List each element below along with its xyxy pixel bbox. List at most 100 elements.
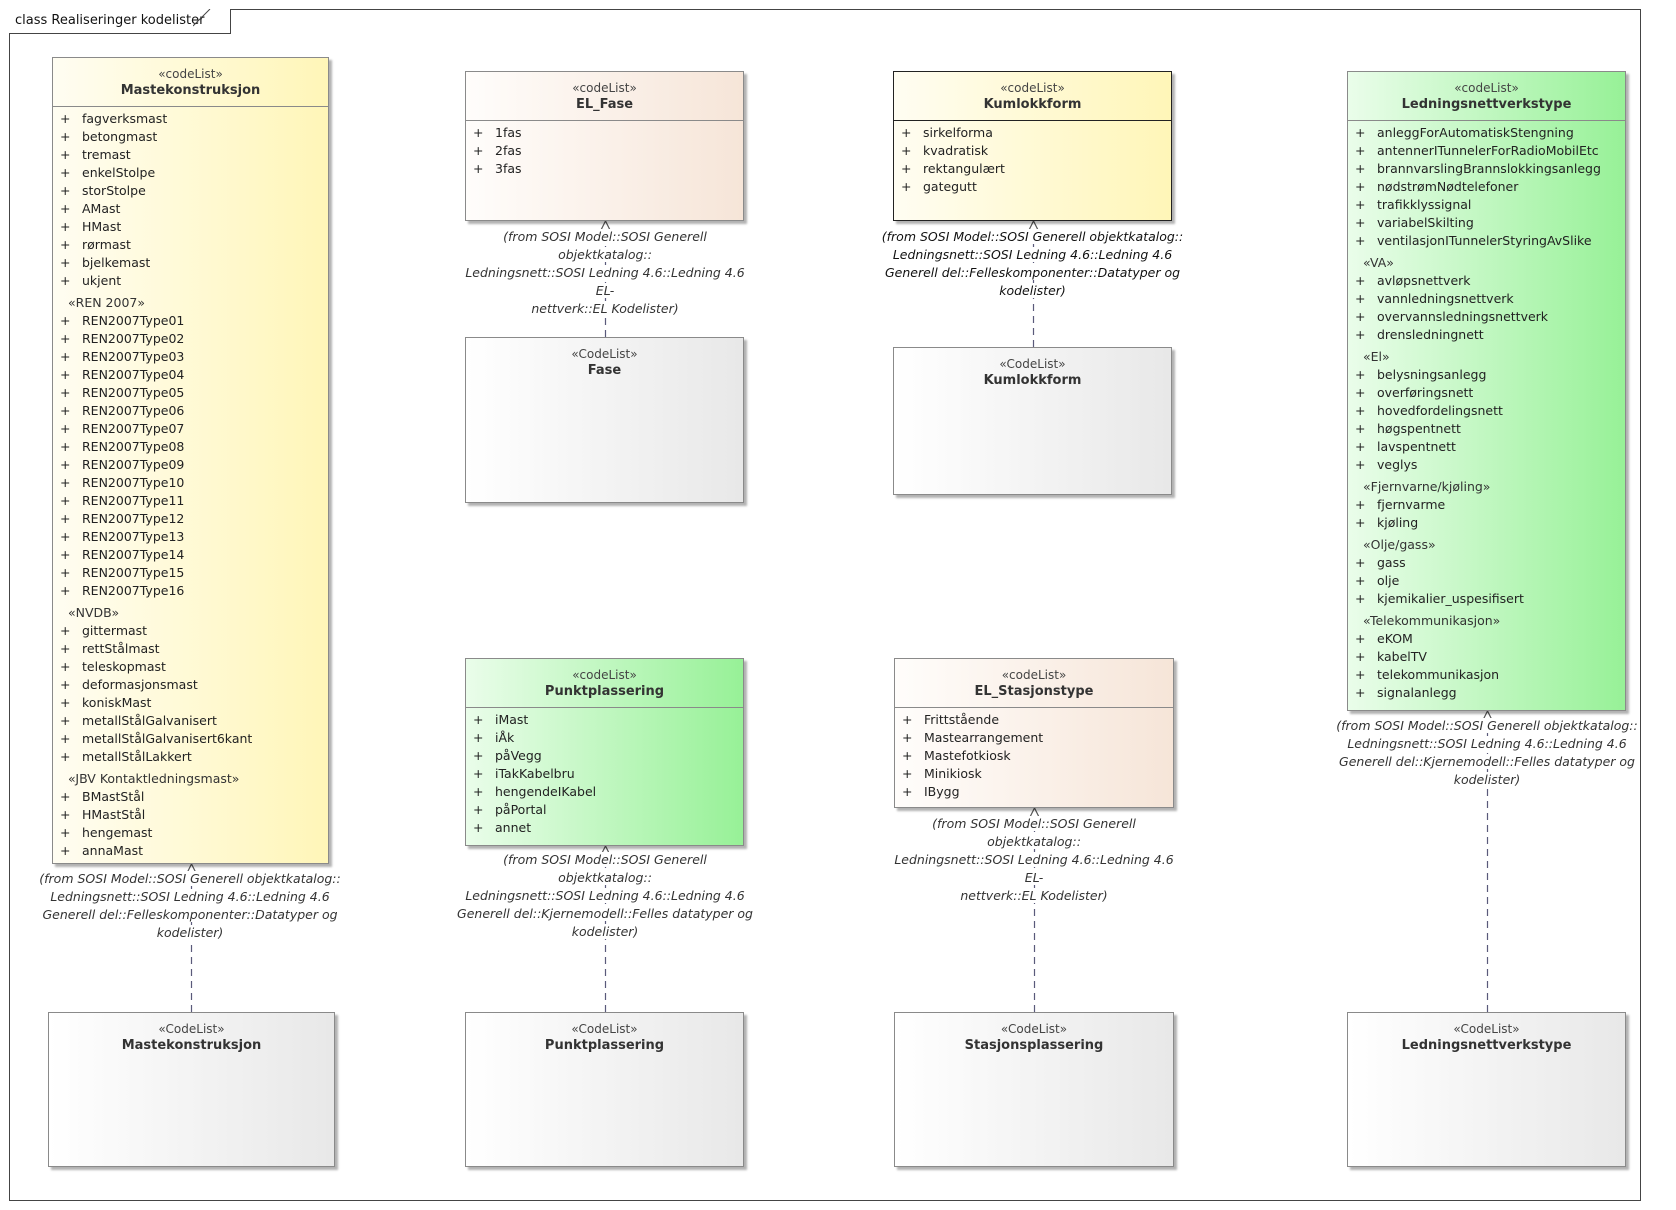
attribute-row[interactable]: +IBygg: [895, 783, 1173, 801]
class-box-el-fase-codelist[interactable]: «codeList»EL_Fase+1fas+2fas+3fas: [465, 71, 744, 221]
attribute-row[interactable]: +REN2007Type13: [53, 528, 328, 546]
attribute-row[interactable]: +nødstrømNødtelefoner: [1348, 178, 1625, 196]
attribute-row[interactable]: +REN2007Type15: [53, 564, 328, 582]
attribute-row[interactable]: +kabelTV: [1348, 648, 1625, 666]
attribute-row[interactable]: +iÅk: [466, 729, 743, 747]
attribute-row[interactable]: +avløpsnettverk: [1348, 272, 1625, 290]
attribute-row[interactable]: +bjelkemast: [53, 254, 328, 272]
attribute-row[interactable]: +trafikklyssignal: [1348, 196, 1625, 214]
attribute-row[interactable]: +REN2007Type07: [53, 420, 328, 438]
attribute-row[interactable]: +olje: [1348, 572, 1625, 590]
attribute-row[interactable]: +høgspentnett: [1348, 420, 1625, 438]
attribute-row[interactable]: +REN2007Type11: [53, 492, 328, 510]
attribute-row[interactable]: +hengemast: [53, 824, 328, 842]
class-box-punktplassering-impl[interactable]: «CodeList»Punktplassering: [465, 1012, 744, 1167]
attribute-row[interactable]: +tremast: [53, 146, 328, 164]
class-box-mastekonstruksjon-impl[interactable]: «CodeList»Mastekonstruksjon: [48, 1012, 335, 1167]
attribute-row[interactable]: +brannvarslingBrannslokkingsanlegg: [1348, 160, 1625, 178]
attribute-row[interactable]: +metallStålGalvanisert6kant: [53, 730, 328, 748]
attribute-row[interactable]: +kjemikalier_uspesifisert: [1348, 590, 1625, 608]
class-box-stasjonsplassering-impl[interactable]: «CodeList»Stasjonsplassering: [894, 1012, 1174, 1167]
attribute-row[interactable]: +REN2007Type09: [53, 456, 328, 474]
attribute-row[interactable]: +eKOM: [1348, 630, 1625, 648]
attribute-row[interactable]: +teleskopmast: [53, 658, 328, 676]
attribute-name: anleggForAutomatiskStengning: [1377, 125, 1574, 140]
attribute-row[interactable]: +REN2007Type04: [53, 366, 328, 384]
attribute-row[interactable]: +lavspentnett: [1348, 438, 1625, 456]
attribute-row[interactable]: +Minikiosk: [895, 765, 1173, 783]
attribute-row[interactable]: +fjernvarme: [1348, 496, 1625, 514]
attribute-row[interactable]: +REN2007Type01: [53, 312, 328, 330]
attribute-row[interactable]: +hovedfordelingsnett: [1348, 402, 1625, 420]
attribute-row[interactable]: +rørmast: [53, 236, 328, 254]
attribute-row[interactable]: +drensledningnett: [1348, 326, 1625, 344]
class-name: Mastekonstruksjon: [120, 83, 261, 98]
attribute-row[interactable]: +fagverksmast: [53, 110, 328, 128]
attribute-row[interactable]: +Mastearrangement: [895, 729, 1173, 747]
attribute-row[interactable]: +rettStålmast: [53, 640, 328, 658]
attribute-row[interactable]: +belysningsanlegg: [1348, 366, 1625, 384]
attribute-row[interactable]: +enkelStolpe: [53, 164, 328, 182]
attribute-row[interactable]: +AMast: [53, 200, 328, 218]
attribute-row[interactable]: +REN2007Type03: [53, 348, 328, 366]
attribute-row[interactable]: +storStolpe: [53, 182, 328, 200]
attribute-row[interactable]: +2fas: [466, 142, 743, 160]
attribute-row[interactable]: +rektangulært: [894, 160, 1171, 178]
attribute-row[interactable]: +1fas: [466, 124, 743, 142]
attribute-row[interactable]: +metallStålLakkert: [53, 748, 328, 766]
attribute-row[interactable]: +metallStålGalvanisert: [53, 712, 328, 730]
attribute-row[interactable]: +Frittstående: [895, 711, 1173, 729]
attribute-row[interactable]: +anleggForAutomatiskStengning: [1348, 124, 1625, 142]
attribute-row[interactable]: +betongmast: [53, 128, 328, 146]
attribute-row[interactable]: +gass: [1348, 554, 1625, 572]
attribute-row[interactable]: +kvadratisk: [894, 142, 1171, 160]
attribute-row[interactable]: +BMastStål: [53, 788, 328, 806]
attribute-row[interactable]: +REN2007Type06: [53, 402, 328, 420]
attribute-row[interactable]: +påVegg: [466, 747, 743, 765]
attribute-row[interactable]: +REN2007Type08: [53, 438, 328, 456]
attribute-row[interactable]: +annaMast: [53, 842, 328, 860]
attribute-row[interactable]: +REN2007Type10: [53, 474, 328, 492]
attribute-row[interactable]: +hengendeIKabel: [466, 783, 743, 801]
class-box-ledningsnettverkstype-codelist[interactable]: «codeList»Ledningsnettverkstype+anleggFo…: [1347, 71, 1626, 711]
attribute-row[interactable]: +antennerITunnelerForRadioMobilEtc: [1348, 142, 1625, 160]
attribute-row[interactable]: +iMast: [466, 711, 743, 729]
attribute-row[interactable]: +overføringsnett: [1348, 384, 1625, 402]
attribute-row[interactable]: +veglys: [1348, 456, 1625, 474]
attribute-row[interactable]: +REN2007Type05: [53, 384, 328, 402]
attribute-row[interactable]: +annet: [466, 819, 743, 837]
class-box-mastekonstruksjon-codelist[interactable]: «codeList»Mastekonstruksjon+fagverksmast…: [52, 57, 329, 864]
attribute-row[interactable]: +Mastefotkiosk: [895, 747, 1173, 765]
attribute-row[interactable]: +gategutt: [894, 178, 1171, 196]
class-box-kumlokkform-codelist[interactable]: «codeList»Kumlokkform+sirkelforma+kvadra…: [893, 71, 1172, 221]
attribute-row[interactable]: +overvannsledningsnettverk: [1348, 308, 1625, 326]
class-box-el-stasjonstype-codelist[interactable]: «codeList»EL_Stasjonstype+Frittstående+M…: [894, 658, 1174, 808]
attribute-row[interactable]: +ukjent: [53, 272, 328, 290]
attribute-name: drensledningnett: [1377, 327, 1484, 342]
class-box-punktplassering-codelist[interactable]: «codeList»Punktplassering+iMast+iÅk+påVe…: [465, 658, 744, 846]
class-box-fase-codelist[interactable]: «CodeList»Fase: [465, 337, 744, 503]
attribute-row[interactable]: +REN2007Type16: [53, 582, 328, 600]
attribute-row[interactable]: +variabelSkilting: [1348, 214, 1625, 232]
attribute-row[interactable]: +vannledningsnettverk: [1348, 290, 1625, 308]
attribute-row[interactable]: +sirkelforma: [894, 124, 1171, 142]
diagram-frame: [9, 9, 1641, 1201]
attribute-row[interactable]: +signalanlegg: [1348, 684, 1625, 702]
attribute-row[interactable]: +koniskMast: [53, 694, 328, 712]
attribute-row[interactable]: +kjøling: [1348, 514, 1625, 532]
attribute-row[interactable]: +REN2007Type02: [53, 330, 328, 348]
attribute-name: REN2007Type01: [82, 313, 185, 328]
attribute-row[interactable]: +telekommunikasjon: [1348, 666, 1625, 684]
class-box-kumlokkform-impl[interactable]: «CodeList»Kumlokkform: [893, 347, 1172, 495]
attribute-row[interactable]: +påPortal: [466, 801, 743, 819]
attribute-row[interactable]: +REN2007Type12: [53, 510, 328, 528]
attribute-row[interactable]: +ventilasjonITunnelerStyringAvSlike: [1348, 232, 1625, 250]
attribute-row[interactable]: +iTakKabelbru: [466, 765, 743, 783]
attribute-row[interactable]: +gittermast: [53, 622, 328, 640]
attribute-row[interactable]: +deformasjonsmast: [53, 676, 328, 694]
attribute-row[interactable]: +3fas: [466, 160, 743, 178]
class-box-ledningsnettverkstype-impl[interactable]: «CodeList»Ledningsnettverkstype: [1347, 1012, 1626, 1167]
attribute-row[interactable]: +HMastStål: [53, 806, 328, 824]
attribute-row[interactable]: +HMast: [53, 218, 328, 236]
attribute-row[interactable]: +REN2007Type14: [53, 546, 328, 564]
